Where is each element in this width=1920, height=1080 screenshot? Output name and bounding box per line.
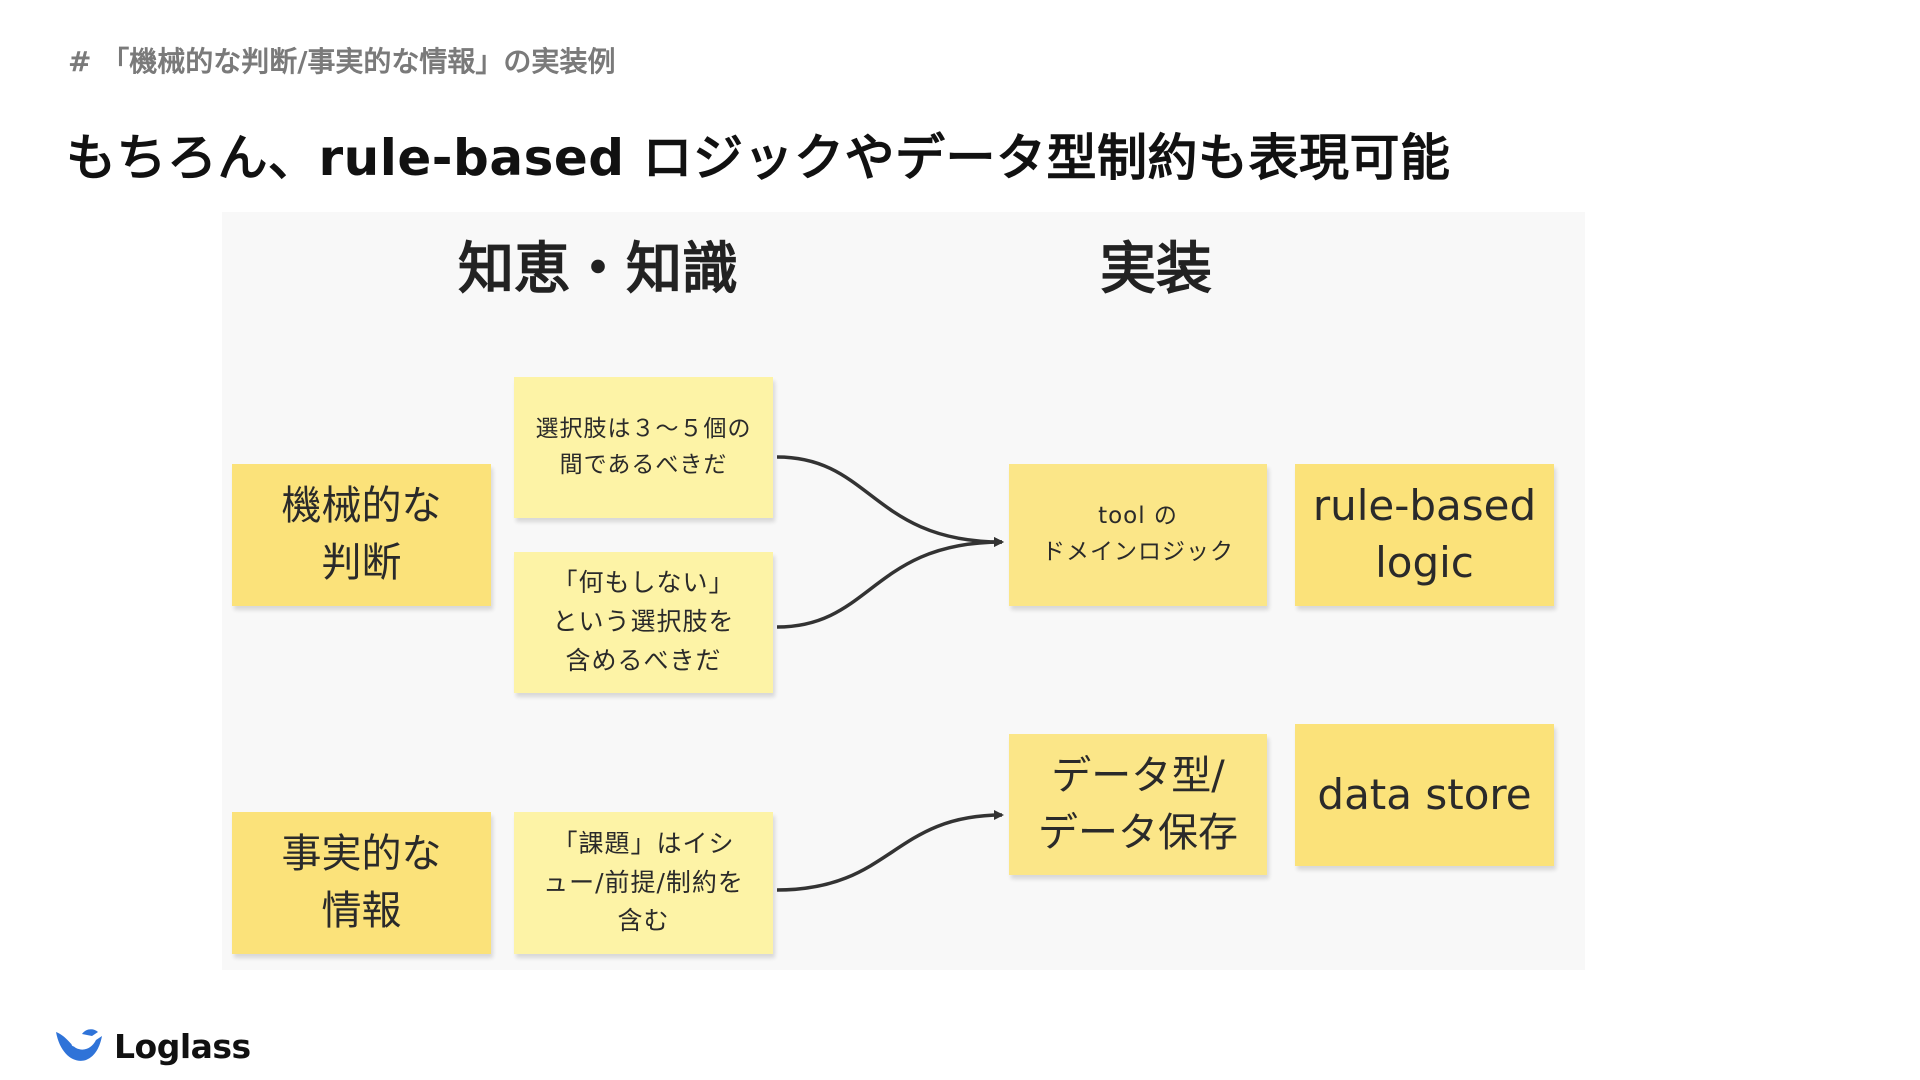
note-do-nothing: 「何もしない」 という選択肢を 含めるべきだ [514, 552, 773, 693]
whale-logo-icon [56, 1029, 102, 1061]
section-tag: # 「機械的な判断/事実的な情報」の実装例 [68, 45, 616, 78]
arrow-issue-to-datatype [776, 810, 1004, 892]
knowledge-heading: 知恵・知識 [458, 237, 738, 302]
note-factual-info: 事実的な 情報 [232, 812, 491, 954]
brand-logo: Loglass [52, 1024, 251, 1068]
note-tool-domain-logic: tool の ドメインロジック [1009, 464, 1267, 606]
note-issue-premise: 「課題」はイシ ュー/前提/制約を 含む [514, 812, 773, 954]
diagram-board: 知恵・知識 実装 機械的な 判断 事実的な 情報 選択肢は３〜５個の 間であるべ… [222, 212, 1585, 970]
note-mechanical-judgment: 機械的な 判断 [232, 464, 491, 606]
arrow-choices-to-tool [776, 455, 1004, 547]
connector-arrows [776, 455, 1004, 892]
implementation-heading: 実装 [1100, 237, 1212, 302]
arrow-donothing-to-tool [776, 537, 1004, 629]
logo-wordmark: Loglass [114, 1026, 251, 1066]
note-choices-3-5: 選択肢は３〜５個の 間であるべきだ [514, 377, 773, 518]
note-data-type-store: データ型/ データ保存 [1009, 734, 1267, 875]
note-rule-based-logic: rule-based logic [1295, 464, 1554, 606]
slide-title: もちろん、rule-based ロジックやデータ型制約も表現可能 [66, 129, 1451, 187]
note-data-store: data store [1295, 724, 1554, 866]
